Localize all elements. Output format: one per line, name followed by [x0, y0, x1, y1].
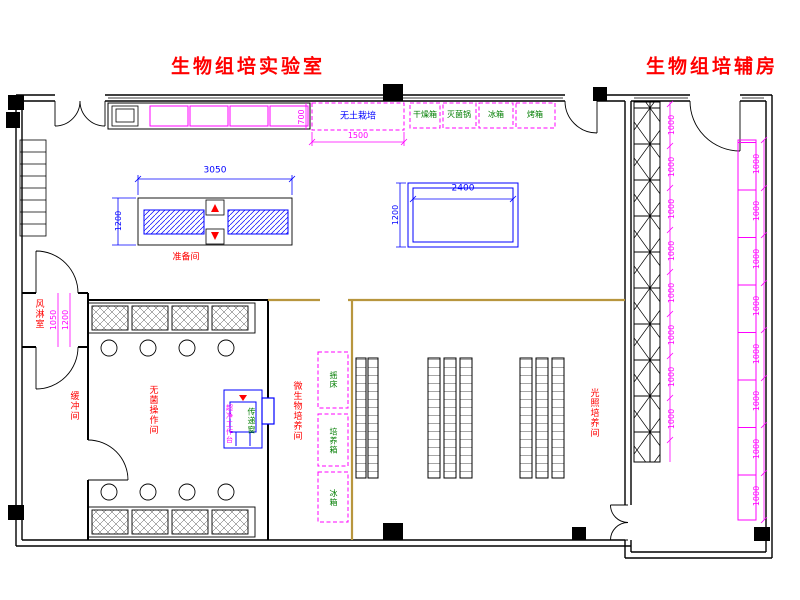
dim-module: 1000: [667, 324, 676, 346]
room-label-microbial: 微生物培养间: [291, 381, 302, 441]
dim-shower-width: 1050: [49, 309, 58, 331]
dim-module: 1000: [752, 153, 761, 175]
page-title-aux: 生物组培辅房: [645, 55, 779, 78]
stools: [100, 339, 235, 501]
doors: [35, 100, 741, 541]
equip-label-soilless: 无土栽培: [339, 111, 377, 122]
columns: [6, 84, 770, 541]
equip-label-oven: 烤箱: [527, 110, 543, 119]
prep-tables: [137, 197, 293, 246]
dim-module: 1000: [752, 248, 761, 270]
aux-cabinet-column: [633, 101, 661, 463]
dim-rack-depth: 700: [297, 109, 306, 125]
room-label-aseptic: 无菌操作间: [147, 385, 158, 435]
dimension-lines-blue: [112, 175, 517, 248]
dim-module: 1000: [667, 366, 676, 388]
dim-rack-width: 1500: [347, 131, 369, 140]
dim-module: 1000: [752, 343, 761, 365]
equip-label-drying-oven: 干燥箱: [413, 110, 437, 119]
dim-module: 1000: [667, 282, 676, 304]
dim-bench-width: 2400: [451, 183, 475, 194]
room-label-light-culture: 光照培养间: [588, 388, 599, 438]
dim-shower-depth: 1200: [61, 309, 70, 331]
room-label-prep: 准备间: [172, 252, 200, 263]
dim-module: 1000: [752, 390, 761, 412]
dim-module: 1000: [667, 408, 676, 430]
dimension-lines-magenta: [57, 100, 768, 524]
equip-label-fridge: 冰箱: [488, 110, 504, 119]
dim-module: 1000: [667, 198, 676, 220]
equip-label-shaker: 摇床: [329, 371, 338, 389]
room-label-air-shower: 风淋室: [33, 299, 44, 329]
dim-table-depth: 1200: [114, 210, 123, 232]
aseptic-benches: [87, 302, 256, 538]
microbial-equipment: [317, 351, 349, 523]
equip-label-clean-bench: 超净工作台: [225, 404, 234, 444]
aux-shelf-column: [737, 139, 757, 521]
page-title-lab: 生物组培实验室: [170, 55, 326, 78]
top-cabinet: [107, 102, 311, 130]
room-label-buffer: 缓冲间: [68, 391, 79, 421]
outer-walls: [15, 94, 773, 559]
equip-label-fridge-2: 冰箱: [329, 489, 338, 507]
culture-racks: [355, 357, 565, 479]
dim-module: 1000: [752, 295, 761, 317]
equip-label-sterilizer: 灭菌锅: [447, 110, 471, 119]
equip-label-incubator: 培养箱: [329, 427, 338, 455]
equipment-boxes-top: [311, 102, 556, 131]
dim-module: 1000: [752, 485, 761, 507]
dim-module: 1000: [752, 200, 761, 222]
partition-walls: [268, 298, 625, 540]
equip-label-transfer-window: 传递窗: [247, 407, 256, 435]
transfer-window: [261, 397, 275, 425]
dim-module: 1000: [752, 438, 761, 460]
dim-module: 1000: [667, 156, 676, 178]
dim-module: 1000: [667, 114, 676, 136]
left-shelf: [19, 139, 47, 237]
dim-table-width: 3050: [203, 165, 227, 176]
dim-bench-depth: 1200: [391, 204, 400, 226]
dim-module: 1000: [667, 240, 676, 262]
center-table: [407, 182, 519, 248]
